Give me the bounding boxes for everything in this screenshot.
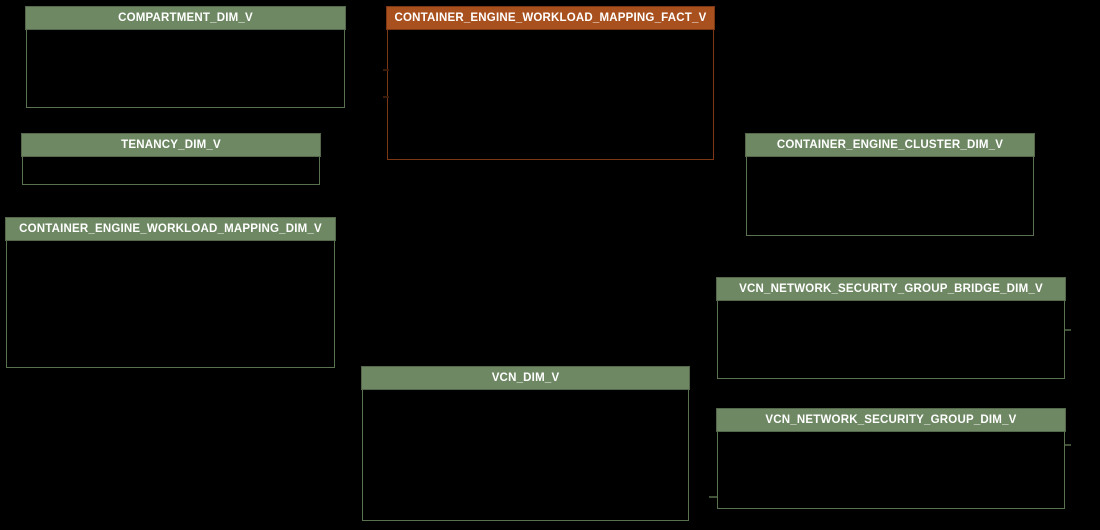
table-body xyxy=(387,30,714,160)
table-container-engine-workload-mapping-fact-v[interactable]: CONTAINER_ENGINE_WORKLOAD_MAPPING_FACT_V xyxy=(386,6,715,160)
table-body xyxy=(26,30,345,108)
table-header: VCN_NETWORK_SECURITY_GROUP_DIM_V xyxy=(716,408,1066,432)
table-header: COMPARTMENT_DIM_V xyxy=(25,6,346,30)
table-title: CONTAINER_ENGINE_WORKLOAD_MAPPING_FACT_V xyxy=(394,12,707,24)
table-title: VCN_NETWORK_SECURITY_GROUP_DIM_V xyxy=(765,414,1017,426)
table-title: COMPARTMENT_DIM_V xyxy=(118,12,253,24)
table-header: CONTAINER_ENGINE_WORKLOAD_MAPPING_DIM_V xyxy=(5,217,336,241)
table-body xyxy=(6,241,335,368)
table-body xyxy=(746,157,1034,236)
table-title: CONTAINER_ENGINE_WORKLOAD_MAPPING_DIM_V xyxy=(19,223,322,235)
table-header: CONTAINER_ENGINE_WORKLOAD_MAPPING_FACT_V xyxy=(386,6,715,30)
table-vcn-network-security-group-bridge-dim-v[interactable]: VCN_NETWORK_SECURITY_GROUP_BRIDGE_DIM_V xyxy=(716,277,1066,379)
connector-stub xyxy=(1065,329,1071,331)
table-title: TENANCY_DIM_V xyxy=(121,139,221,151)
connector-stub xyxy=(1065,444,1071,446)
table-header: VCN_DIM_V xyxy=(361,366,690,390)
table-title: CONTAINER_ENGINE_CLUSTER_DIM_V xyxy=(776,139,1004,151)
table-container-engine-cluster-dim-v[interactable]: CONTAINER_ENGINE_CLUSTER_DIM_V xyxy=(745,133,1035,236)
table-vcn-network-security-group-dim-v[interactable]: VCN_NETWORK_SECURITY_GROUP_DIM_V xyxy=(716,408,1066,509)
table-header: VCN_NETWORK_SECURITY_GROUP_BRIDGE_DIM_V xyxy=(716,277,1066,301)
connector-stub xyxy=(383,69,389,71)
table-container-engine-workload-mapping-dim-v[interactable]: CONTAINER_ENGINE_WORKLOAD_MAPPING_DIM_V xyxy=(5,217,336,368)
table-title: VCN_DIM_V xyxy=(491,372,560,384)
connector-stub xyxy=(383,96,389,98)
connector-stub xyxy=(709,496,717,498)
table-tenancy-dim-v[interactable]: TENANCY_DIM_V xyxy=(21,133,321,185)
table-body xyxy=(717,301,1065,379)
table-compartment-dim-v[interactable]: COMPARTMENT_DIM_V xyxy=(25,6,346,108)
table-header: TENANCY_DIM_V xyxy=(21,133,321,157)
table-body xyxy=(717,432,1065,509)
table-title: VCN_NETWORK_SECURITY_GROUP_BRIDGE_DIM_V xyxy=(739,283,1043,295)
table-header: CONTAINER_ENGINE_CLUSTER_DIM_V xyxy=(745,133,1035,157)
table-vcn-dim-v[interactable]: VCN_DIM_V xyxy=(361,366,690,521)
table-body xyxy=(22,157,320,185)
table-body xyxy=(362,390,689,521)
